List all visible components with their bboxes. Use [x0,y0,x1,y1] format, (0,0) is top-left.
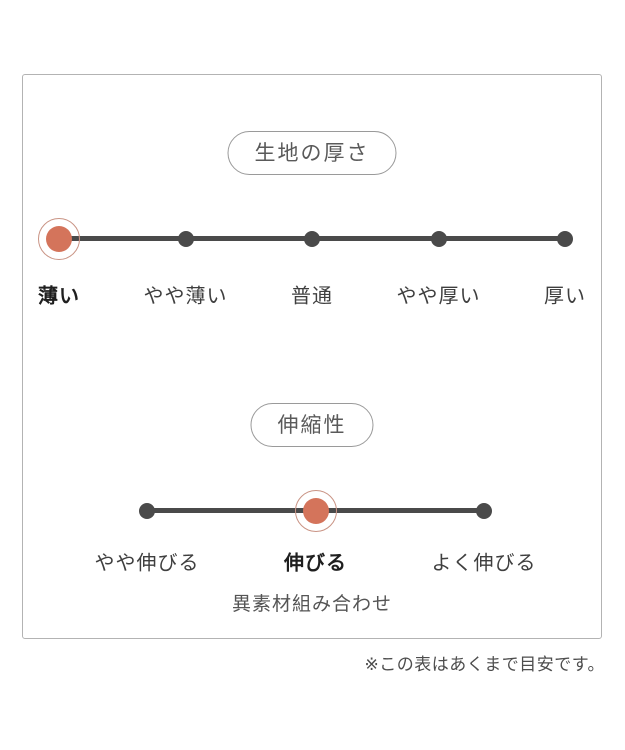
thickness-label-thick: 厚い [544,285,586,308]
thickness-label-somewhat-thick: やや厚い [396,285,481,308]
stretch-label-very: よく伸びる [431,552,537,575]
stretch-title-pill: 伸縮性 [250,403,374,447]
scale-dot [177,230,194,247]
stretch-selection-ring [294,489,337,532]
scale-dot [430,230,447,247]
thickness-label-normal: 普通 [291,285,333,308]
thickness-selection-ring [38,217,80,260]
stretch-label-somewhat: やや伸びる [94,552,200,575]
material-combination-caption: 異素材組み合わせ [231,594,393,615]
thickness-title-pill: 生地の厚さ [227,131,397,175]
stretch-selected-dot [302,497,329,524]
scale-dot [139,502,155,519]
scale-dot [304,230,320,247]
thickness-label-thin: 薄い [38,285,80,308]
scale-dot [557,230,573,247]
thickness-label-somewhat-thin: やや薄い [143,285,228,308]
spec-frame: 生地の厚さ 薄い やや薄い 普通 やや厚い 厚い 伸縮性 やや伸びる 伸びる [22,74,602,639]
scale-dot [476,502,492,519]
stretch-scale-track [139,489,492,532]
thickness-scale-track [38,217,573,260]
stretch-label-stretches: 伸びる [284,552,347,575]
disclaimer-note: ※この表はあくまで目安です。 [364,655,605,674]
thickness-selected-dot [46,225,72,252]
